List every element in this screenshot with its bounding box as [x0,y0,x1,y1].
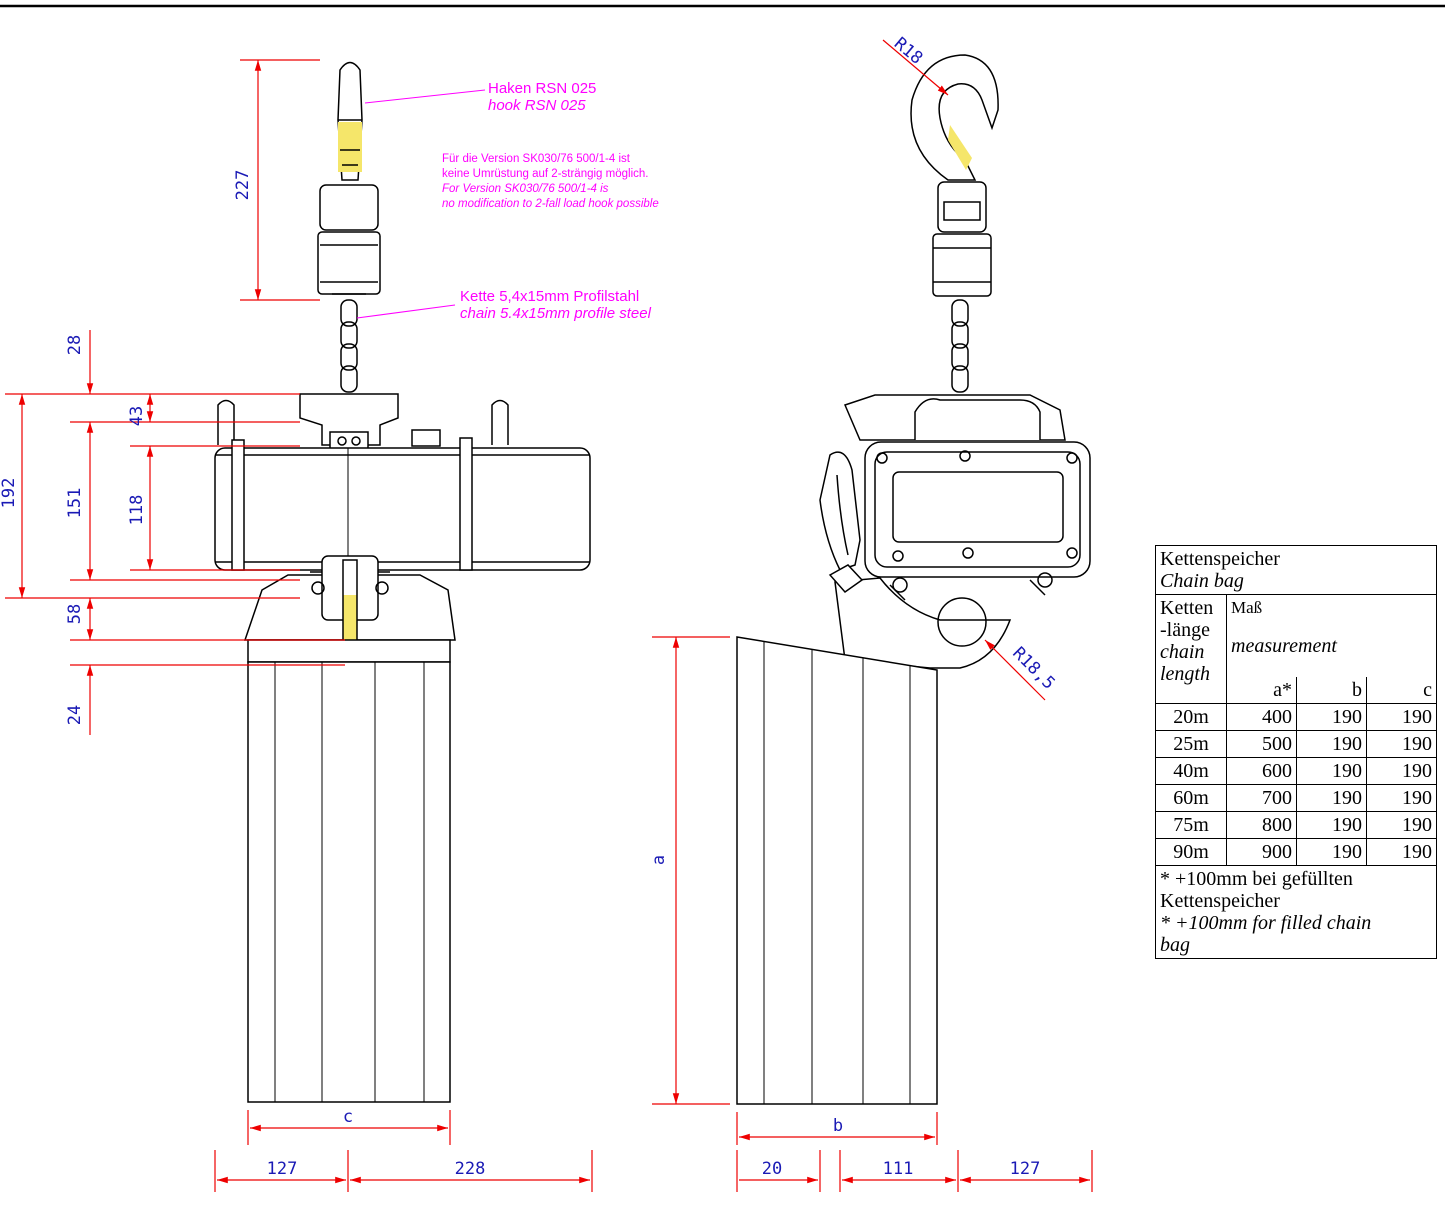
chain [340,299,358,393]
dim-127-left: 127 [267,1159,298,1179]
dim-43: 43 [127,406,147,426]
note-version-en-1: For Version SK030/76 500/1-4 is [442,183,609,195]
sub-header-c: c [1365,677,1438,704]
dim-58: 58 [65,604,85,624]
dim-a: a [649,855,669,865]
col1-en-2: length [1160,663,1210,685]
dim-151: 151 [65,488,85,519]
front-view-dimensions [5,59,593,1192]
dim-111: 111 [883,1159,914,1179]
table-row: 60m 700 190 190 [1155,784,1438,812]
note-version-de-1: Für die Version SK030/76 500/1-4 ist [442,153,631,165]
col1-de-1: Ketten [1160,597,1214,619]
front-view [214,61,591,1103]
sub-header-b: b [1295,677,1367,704]
dim-28: 28 [65,335,85,355]
table-row: 90m 900 190 190 [1155,838,1438,866]
note-hook-de: Haken RSN 025 [488,80,596,97]
dim-20: 20 [762,1159,782,1179]
dim-r18-5: R18,5 [1008,643,1058,693]
chain-bag-table: Kettenspeicher Chain bag Ketten -länge c… [1155,545,1438,959]
dim-c: c [343,1107,353,1127]
col-header-measurement: Maß measurement [1226,594,1437,677]
note-version-de-2: keine Umrüstung auf 2-strängig möglich. [442,168,648,180]
dim-118: 118 [127,495,147,526]
table-title-de: Kettenspeicher [1160,548,1280,570]
col1-en-1: chain [1160,641,1205,663]
chain-side [951,299,969,393]
side-view [736,54,1091,1105]
col2-en: measurement [1231,635,1337,657]
note-chain-en: chain 5.4x15mm profile steel [460,305,652,322]
note-version-en-2: no modification to 2-fall load hook poss… [442,198,659,210]
table-row: 25m 500 190 190 [1155,730,1438,758]
col-header-length: Ketten -länge chain length [1155,594,1227,704]
note-chain-de: Kette 5,4x15mm Profilstahl [460,288,639,305]
note-hook-en: hook RSN 025 [488,97,586,114]
side-view-dimensions [652,39,1093,1192]
dim-228: 228 [455,1159,486,1179]
col1-de-2: -länge [1160,619,1210,641]
dim-24: 24 [65,705,85,725]
dim-127-right: 127 [1010,1159,1041,1179]
dim-227: 227 [233,170,253,201]
table-title: Kettenspeicher Chain bag [1155,545,1437,595]
dim-192: 192 [0,478,19,509]
table-footnote: * +100mm bei gefüllten Kettenspeicher * … [1155,865,1437,959]
footnote-de-2: Kettenspeicher [1160,890,1280,912]
dim-r18: R18 [890,34,926,69]
table-row: 75m 800 190 190 [1155,811,1438,839]
footnote-en-2: bag [1160,934,1190,956]
dim-b: b [833,1116,843,1136]
table-title-en: Chain bag [1160,570,1244,592]
col2-de: Maß [1231,598,1263,617]
sub-header-a: a* [1226,677,1297,704]
table-row: 20m 400 190 190 [1155,703,1438,731]
footnote-en-1: * +100mm for filled chain [1160,912,1372,934]
table-row: 40m 600 190 190 [1155,757,1438,785]
footnote-de-1: * +100mm bei gefüllten [1160,868,1353,890]
